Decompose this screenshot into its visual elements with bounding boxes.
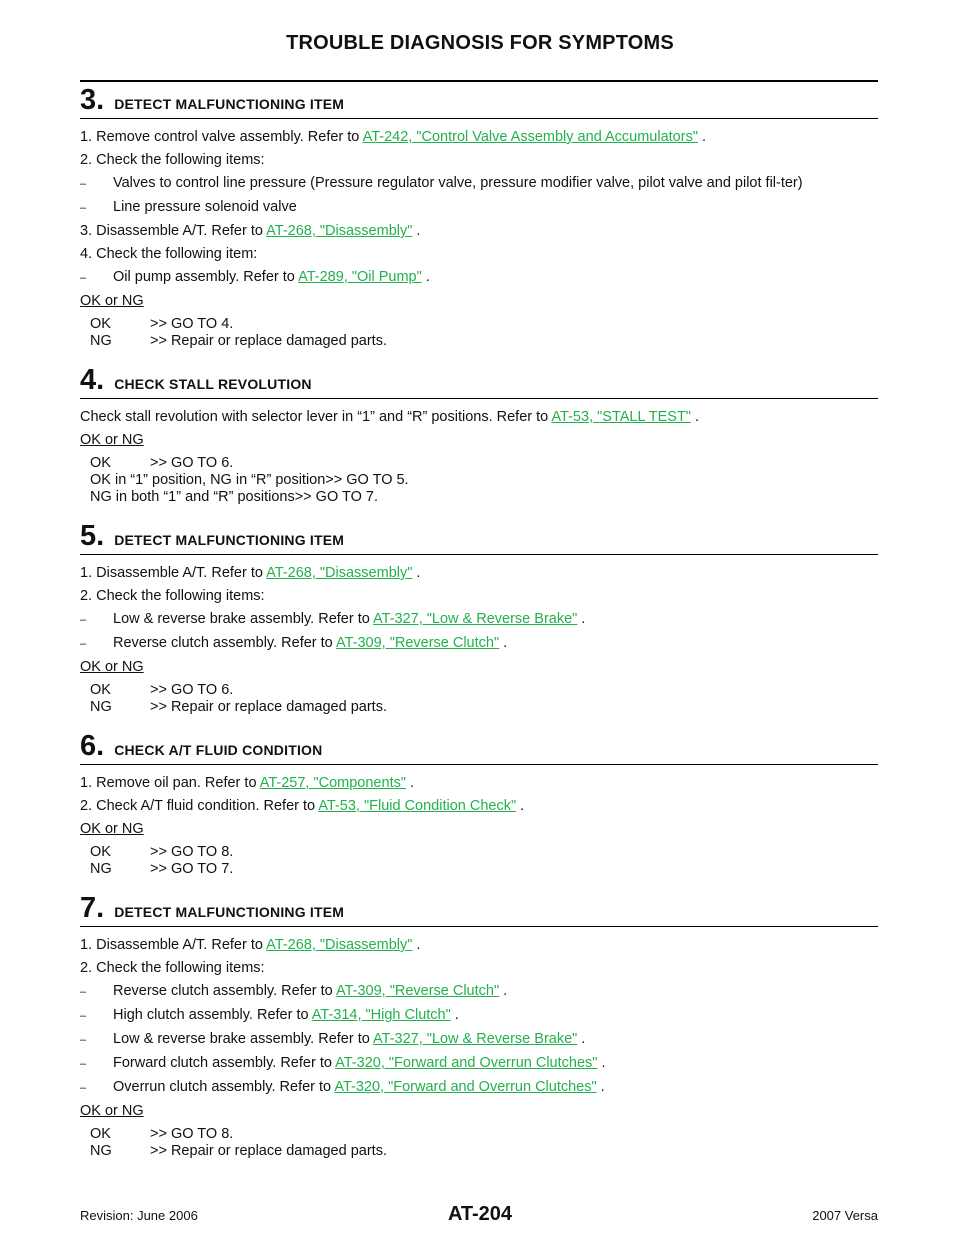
reference-link[interactable]: AT-268, "Disassembly" <box>266 565 413 581</box>
step-4: 4. CHECK STALL REVOLUTION Check stall re… <box>80 364 878 506</box>
result-row: OK>> GO TO 4. <box>90 316 234 332</box>
dash-bullet: – <box>80 202 87 214</box>
instruction-line: 2. Check the following items: <box>80 152 265 168</box>
result-row: NG>> Repair or replace damaged parts. <box>90 1143 387 1159</box>
sub-item: –Overrun clutch assembly. Refer to AT-32… <box>80 1079 605 1095</box>
instruction-line: 1. Remove oil pan. Refer to AT-257, "Com… <box>80 775 415 791</box>
footer-revision: Revision: June 2006 <box>80 1208 198 1223</box>
result-row: NG in both “1” and “R” positions>> GO TO… <box>90 489 378 505</box>
step-title: DETECT MALFUNCTIONING ITEM <box>114 96 345 112</box>
content: 3. DETECT MALFUNCTIONING ITEM 1. Remove … <box>80 84 878 1174</box>
sub-item: –Low & reverse brake assembly. Refer to … <box>80 1031 586 1047</box>
result-row: NG>> Repair or replace damaged parts. <box>90 699 387 715</box>
sub-item: –Forward clutch assembly. Refer to AT-32… <box>80 1055 606 1071</box>
instruction-line: 1. Disassemble A/T. Refer to AT-268, "Di… <box>80 937 421 953</box>
reference-link[interactable]: AT-53, "Fluid Condition Check" <box>318 798 517 814</box>
instruction-line: 2. Check A/T fluid condition. Refer to A… <box>80 798 525 814</box>
result-row: NG>> GO TO 7. <box>90 861 234 877</box>
sub-item: –Reverse clutch assembly. Refer to AT-30… <box>80 635 508 651</box>
sub-item: –Oil pump assembly. Refer to AT-289, "Oi… <box>80 269 430 285</box>
sub-item: –Line pressure solenoid valve <box>80 199 297 215</box>
dash-bullet: – <box>80 986 87 998</box>
instruction-line: 2. Check the following items: <box>80 960 265 976</box>
reference-link[interactable]: AT-268, "Disassembly" <box>266 937 413 953</box>
step-number: 5. <box>80 520 105 552</box>
reference-link[interactable]: AT-242, "Control Valve Assembly and Accu… <box>362 129 698 145</box>
reference-link[interactable]: AT-327, "Low & Reverse Brake" <box>373 1031 578 1047</box>
footer-model: 2007 Versa <box>812 1208 878 1223</box>
result-block: OK>> GO TO 6. OK in “1” position, NG in … <box>80 455 878 506</box>
step-heading: 3. DETECT MALFUNCTIONING ITEM <box>80 84 878 119</box>
instruction-line: 2. Check the following items: <box>80 588 265 604</box>
step-heading: 6. CHECK A/T FLUID CONDITION <box>80 730 878 765</box>
sub-item: –Low & reverse brake assembly. Refer to … <box>80 611 586 627</box>
ok-or-ng-label: OK or NG <box>80 293 144 309</box>
reference-link[interactable]: AT-327, "Low & Reverse Brake" <box>373 611 578 627</box>
dash-bullet: – <box>80 638 87 650</box>
reference-link[interactable]: AT-309, "Reverse Clutch" <box>335 983 500 999</box>
reference-link[interactable]: AT-320, "Forward and Overrun Clutches" <box>335 1055 598 1071</box>
result-block: OK>> GO TO 8. NG>> GO TO 7. <box>80 844 878 878</box>
result-row: OK>> GO TO 6. <box>90 455 234 471</box>
dash-bullet: – <box>80 1058 87 1070</box>
reference-link[interactable]: AT-314, "High Clutch" <box>311 1007 451 1023</box>
result-block: OK>> GO TO 6. NG>> Repair or replace dam… <box>80 682 878 716</box>
step-title: DETECT MALFUNCTIONING ITEM <box>114 532 345 548</box>
dash-bullet: – <box>80 614 87 626</box>
step-number: 4. <box>80 364 105 396</box>
step-5: 5. DETECT MALFUNCTIONING ITEM 1. Disasse… <box>80 520 878 716</box>
step-heading: 5. DETECT MALFUNCTIONING ITEM <box>80 520 878 555</box>
instruction-line: 4. Check the following item: <box>80 246 258 262</box>
result-row: OK>> GO TO 6. <box>90 682 234 698</box>
instruction-line: 3. Disassemble A/T. Refer to AT-268, "Di… <box>80 223 421 239</box>
sub-item: –Valves to control line pressure (Pressu… <box>80 175 803 191</box>
dash-bullet: – <box>80 178 87 190</box>
ok-or-ng-label: OK or NG <box>80 1103 144 1119</box>
step-3: 3. DETECT MALFUNCTIONING ITEM 1. Remove … <box>80 84 878 350</box>
reference-link[interactable]: AT-268, "Disassembly" <box>266 223 413 239</box>
dash-bullet: – <box>80 1010 87 1022</box>
footer-page-number: AT-204 <box>447 1203 513 1225</box>
dash-bullet: – <box>80 1082 87 1094</box>
step-title: CHECK A/T FLUID CONDITION <box>114 742 323 758</box>
reference-link[interactable]: AT-309, "Reverse Clutch" <box>335 635 500 651</box>
instruction-line: 1. Remove control valve assembly. Refer … <box>80 129 707 145</box>
dash-bullet: – <box>80 272 87 284</box>
ok-or-ng-label: OK or NG <box>80 432 144 448</box>
instruction-line: Check stall revolution with selector lev… <box>80 409 700 425</box>
step-heading: 4. CHECK STALL REVOLUTION <box>80 364 878 399</box>
ok-or-ng-label: OK or NG <box>80 821 144 837</box>
step-title: CHECK STALL REVOLUTION <box>114 376 312 392</box>
header-rule <box>80 80 878 82</box>
result-block: OK>> GO TO 8. NG>> Repair or replace dam… <box>80 1126 878 1160</box>
reference-link[interactable]: AT-257, "Components" <box>259 775 406 791</box>
reference-link[interactable]: AT-320, "Forward and Overrun Clutches" <box>334 1079 597 1095</box>
step-heading: 7. DETECT MALFUNCTIONING ITEM <box>80 892 878 927</box>
result-row: OK>> GO TO 8. <box>90 1126 234 1142</box>
step-number: 3. <box>80 84 105 116</box>
instruction-line: 1. Disassemble A/T. Refer to AT-268, "Di… <box>80 565 421 581</box>
sub-item: –High clutch assembly. Refer to AT-314, … <box>80 1007 459 1023</box>
reference-link[interactable]: AT-53, "STALL TEST" <box>551 409 691 425</box>
result-row: OK>> GO TO 8. <box>90 844 234 860</box>
step-title: DETECT MALFUNCTIONING ITEM <box>114 904 345 920</box>
ok-or-ng-label: OK or NG <box>80 659 144 675</box>
page-title: TROUBLE DIAGNOSIS FOR SYMPTOMS <box>286 32 674 54</box>
step-number: 6. <box>80 730 105 762</box>
step-7: 7. DETECT MALFUNCTIONING ITEM 1. Disasse… <box>80 892 878 1160</box>
sub-item: –Reverse clutch assembly. Refer to AT-30… <box>80 983 508 999</box>
reference-link[interactable]: AT-289, "Oil Pump" <box>298 269 422 285</box>
step-number: 7. <box>80 892 105 924</box>
result-row: NG>> Repair or replace damaged parts. <box>90 333 387 349</box>
step-6: 6. CHECK A/T FLUID CONDITION 1. Remove o… <box>80 730 878 878</box>
result-row: OK in “1” position, NG in “R” position>>… <box>90 472 409 488</box>
dash-bullet: – <box>80 1034 87 1046</box>
result-block: OK>> GO TO 4. NG>> Repair or replace dam… <box>80 316 878 350</box>
